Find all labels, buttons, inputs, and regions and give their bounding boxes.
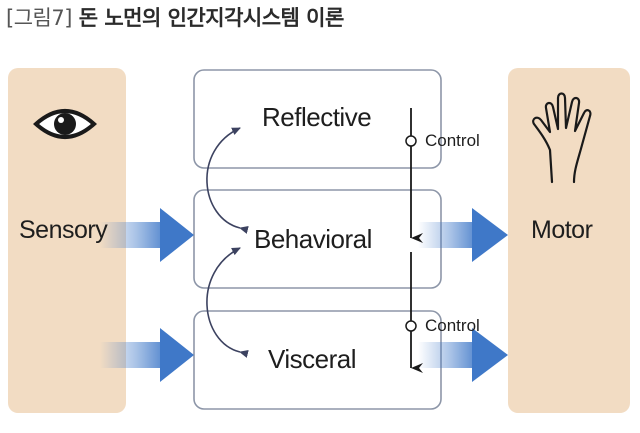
behavioral-visceral-curve	[206, 247, 249, 358]
control-label-bottom: Control	[425, 316, 480, 335]
visceral-to-motor-arrow	[418, 328, 508, 382]
sensory-to-visceral-arrow	[100, 328, 194, 382]
reflective-behavioral-curve	[206, 127, 249, 234]
behavioral-to-motor-arrow	[418, 208, 508, 262]
sensory-label: Sensory	[19, 216, 108, 244]
sensory-panel	[8, 68, 126, 413]
figure-title-text: 돈 노먼의 인간지각시스템 이론	[78, 6, 345, 30]
reflective-box	[193, 69, 442, 169]
control-arrow-bottom	[405, 252, 423, 373]
motor-label: Motor	[531, 216, 593, 244]
control-arrow-top	[405, 108, 423, 243]
figure-label: [그림7]	[6, 6, 72, 30]
eye-icon	[33, 109, 97, 139]
reflective-label: Reflective	[262, 102, 372, 132]
control-label-top: Control	[425, 131, 480, 150]
figure-title: [그림7] 돈 노먼의 인간지각시스템 이론	[6, 2, 344, 32]
hand-icon	[532, 92, 592, 184]
visceral-label: Visceral	[268, 344, 357, 374]
motor-panel	[508, 68, 630, 413]
sensory-to-behavioral-arrow	[100, 208, 194, 262]
behavioral-label: Behavioral	[254, 224, 372, 254]
